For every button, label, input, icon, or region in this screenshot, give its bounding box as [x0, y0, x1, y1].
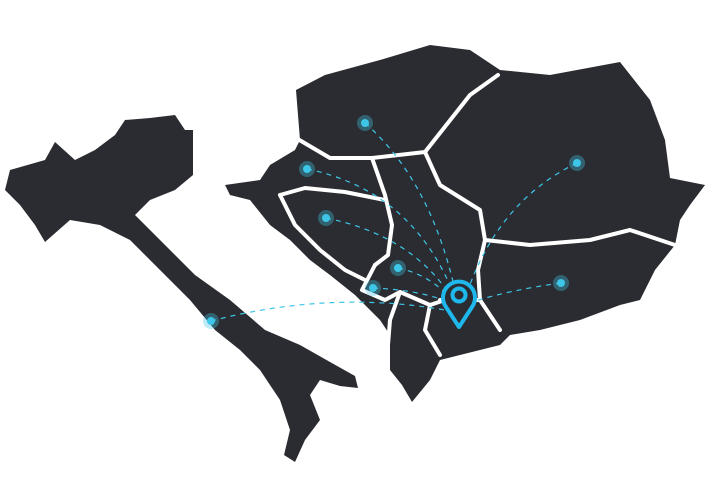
- balkans-region[interactable]: [225, 45, 705, 402]
- map-pin-icon[interactable]: [441, 279, 477, 329]
- location-dot-east-1[interactable]: [569, 155, 585, 171]
- routes: [210, 122, 578, 322]
- location-dot-north-1[interactable]: [357, 115, 373, 131]
- location-dot-center-1[interactable]: [390, 260, 406, 276]
- location-dot-center-2[interactable]: [365, 280, 381, 296]
- location-dot-west-2[interactable]: [318, 210, 334, 226]
- italy-region[interactable]: [5, 115, 358, 462]
- location-dot-italy[interactable]: [203, 313, 219, 329]
- location-dots: [203, 115, 585, 329]
- location-dot-west-1[interactable]: [299, 161, 315, 177]
- location-dot-southeast-1[interactable]: [553, 275, 569, 291]
